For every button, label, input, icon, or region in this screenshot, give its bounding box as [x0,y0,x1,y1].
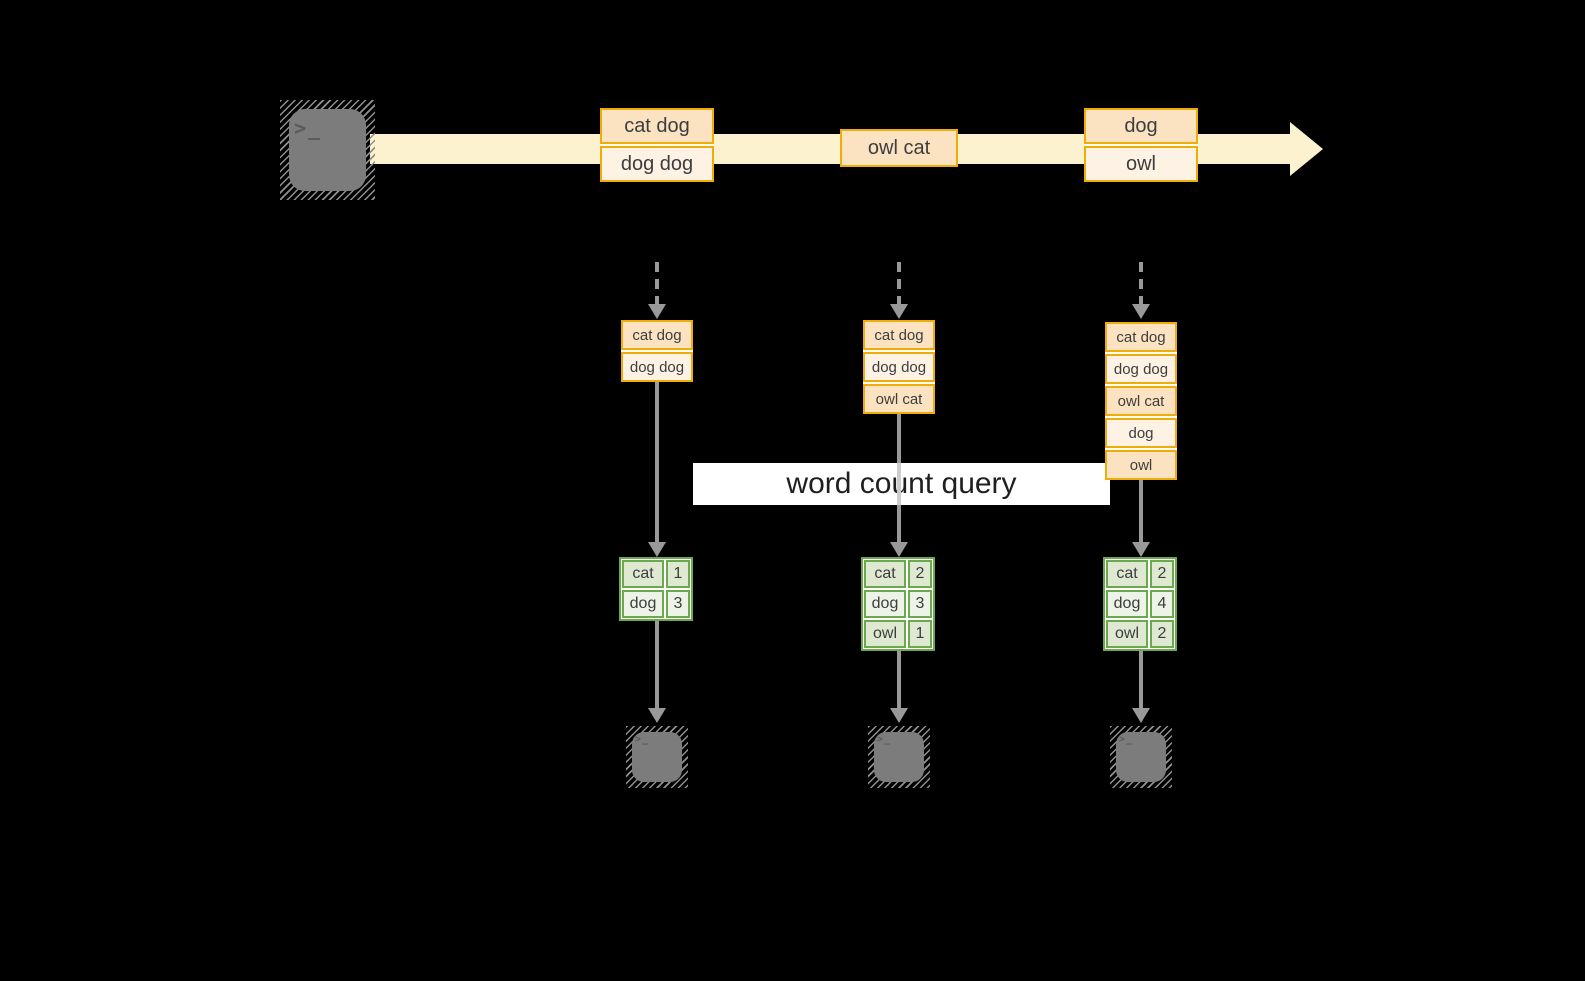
count-cell: 3 [908,590,932,618]
state-box-1: cat dog dog dog [621,320,693,382]
count-table-2: cat 2 dog 3 owl 1 [861,557,935,651]
state-cell: dog dog [863,352,935,382]
query-label: word count query [693,463,1110,505]
result-arrow-3 [1139,651,1143,708]
ingest-arrow-1 [655,262,659,306]
count-cell: 2 [1150,560,1174,588]
source-terminal-icon: >_ [280,100,375,200]
stream-event-1: cat dog dog dog [600,108,714,182]
state-cell: owl [1105,450,1177,480]
count-cell: 2 [908,560,932,588]
state-cell: dog [1105,418,1177,448]
stream-event-cell: owl [1084,146,1198,182]
query-arrowhead-icon [648,542,666,557]
state-cell: cat dog [621,320,693,350]
word-cell: dog [864,590,906,618]
query-arrowhead-icon [1132,542,1150,557]
terminal-screen [874,732,924,782]
terminal-prompt-glyph: >_ [294,116,323,140]
output-terminal-icon-1: >_ [626,726,688,788]
stream-event-cell: cat dog [600,108,714,144]
word-cell: owl [1106,620,1148,648]
stream-event-cell: dog dog [600,146,714,182]
state-cell: owl cat [863,384,935,414]
word-cell: cat [864,560,906,588]
stream-event-3: dog owl [1084,108,1198,182]
state-box-2: cat dog dog dog owl cat [863,320,935,414]
output-terminal-icon-2: >_ [868,726,930,788]
result-arrow-1 [655,621,659,708]
count-cell: 3 [666,590,690,618]
state-cell: cat dog [1105,322,1177,352]
word-cell: dog [1106,590,1148,618]
result-arrowhead-icon [1132,708,1150,723]
ingest-arrow-2 [897,262,901,306]
count-table-1: cat 1 dog 3 [619,557,693,621]
stream-timeline-arrowhead-icon [1290,122,1323,176]
word-cell: cat [622,560,664,588]
count-cell: 1 [666,560,690,588]
count-cell: 4 [1150,590,1174,618]
result-arrow-2 [897,651,901,708]
count-table-3: cat 2 dog 4 owl 2 [1103,557,1177,651]
state-box-3: cat dog dog dog owl cat dog owl [1105,322,1177,480]
query-arrowhead-icon [890,542,908,557]
word-cell: owl [864,620,906,648]
state-cell: dog dog [621,352,693,382]
state-cell: owl cat [1105,386,1177,416]
query-arrow-3 [1139,480,1143,542]
terminal-prompt-glyph: >_ [635,734,650,745]
ingest-arrowhead-icon [648,304,666,319]
result-arrowhead-icon [648,708,666,723]
terminal-screen [632,732,682,782]
terminal-screen [1116,732,1166,782]
ingest-arrowhead-icon [890,304,908,319]
count-cell: 2 [1150,620,1174,648]
query-arrow-1 [655,382,659,542]
ingest-arrowhead-icon [1132,304,1150,319]
query-arrow-overlay [897,463,901,505]
terminal-prompt-glyph: >_ [1119,734,1134,745]
word-cell: dog [622,590,664,618]
stream-event-cell: dog [1084,108,1198,144]
ingest-arrow-3 [1139,262,1143,306]
count-cell: 1 [908,620,932,648]
terminal-prompt-glyph: >_ [877,734,892,745]
stream-event-cell: owl cat [840,129,958,167]
state-cell: cat dog [863,320,935,350]
terminal-screen [289,109,366,191]
result-arrowhead-icon [890,708,908,723]
word-cell: cat [1106,560,1148,588]
state-cell: dog dog [1105,354,1177,384]
stream-event-2: owl cat [840,129,958,167]
output-terminal-icon-3: >_ [1110,726,1172,788]
